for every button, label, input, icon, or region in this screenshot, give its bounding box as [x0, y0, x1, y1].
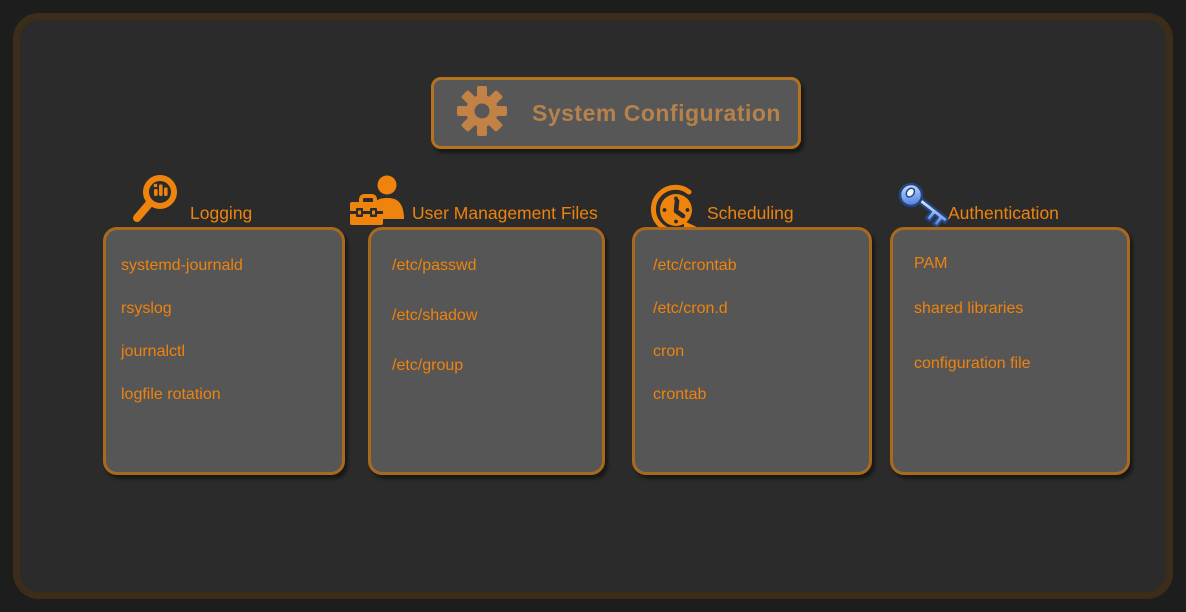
list-item: journalctl: [121, 343, 186, 360]
category-box-authentication: PAM shared libraries configuration file: [890, 227, 1130, 475]
list-item: cron: [653, 343, 685, 360]
list-item: crontab: [653, 386, 707, 403]
gear-icon: [456, 85, 508, 142]
page-title: System Configuration: [532, 99, 781, 126]
key-icon: [897, 182, 957, 239]
list-item: rsyslog: [121, 300, 172, 317]
column-label-logging: Logging: [190, 203, 253, 223]
category-box-scheduling: /etc/crontab/etc/cron.d cron crontab: [632, 227, 872, 475]
list-item: PAM: [914, 255, 948, 272]
title-node: System Configuration: [431, 77, 801, 149]
main-panel: System Configuration: [13, 13, 1173, 599]
authentication-list: PAM shared libraries configuration file: [893, 230, 1127, 373]
column-label-scheduling: Scheduling: [707, 203, 794, 223]
list-item: shared libraries: [914, 300, 1024, 317]
category-box-logging: systemd-journald rsyslog journalctl logfile…: [103, 227, 345, 475]
logging-list: systemd-journald rsyslog journalctl logfile…: [106, 230, 342, 404]
scheduling-list: /etc/crontab/etc/cron.d cron crontab: [635, 230, 869, 404]
list-item: /etc/passwd: [392, 257, 477, 274]
list-item: /etc/crontab: [653, 257, 737, 274]
user-management-list: /etc/passwd/etc/shadow/etc/group: [371, 230, 602, 375]
list-item: /etc/shadow: [392, 307, 478, 324]
category-box-user-management: /etc/passwd/etc/shadow/etc/group: [368, 227, 605, 475]
list-item: configuration file: [914, 355, 1031, 372]
list-item: systemd-journald: [121, 257, 243, 274]
list-item: /etc/group: [392, 357, 464, 374]
user-toolbox-icon: [347, 173, 409, 236]
column-label-user-management: User Management Files: [412, 203, 598, 223]
list-item: /etc/cron.d: [653, 300, 728, 317]
column-label-authentication: Authentication: [948, 203, 1059, 223]
list-item: logfile rotation: [121, 386, 221, 403]
magnifier-chart-icon: [131, 172, 185, 231]
